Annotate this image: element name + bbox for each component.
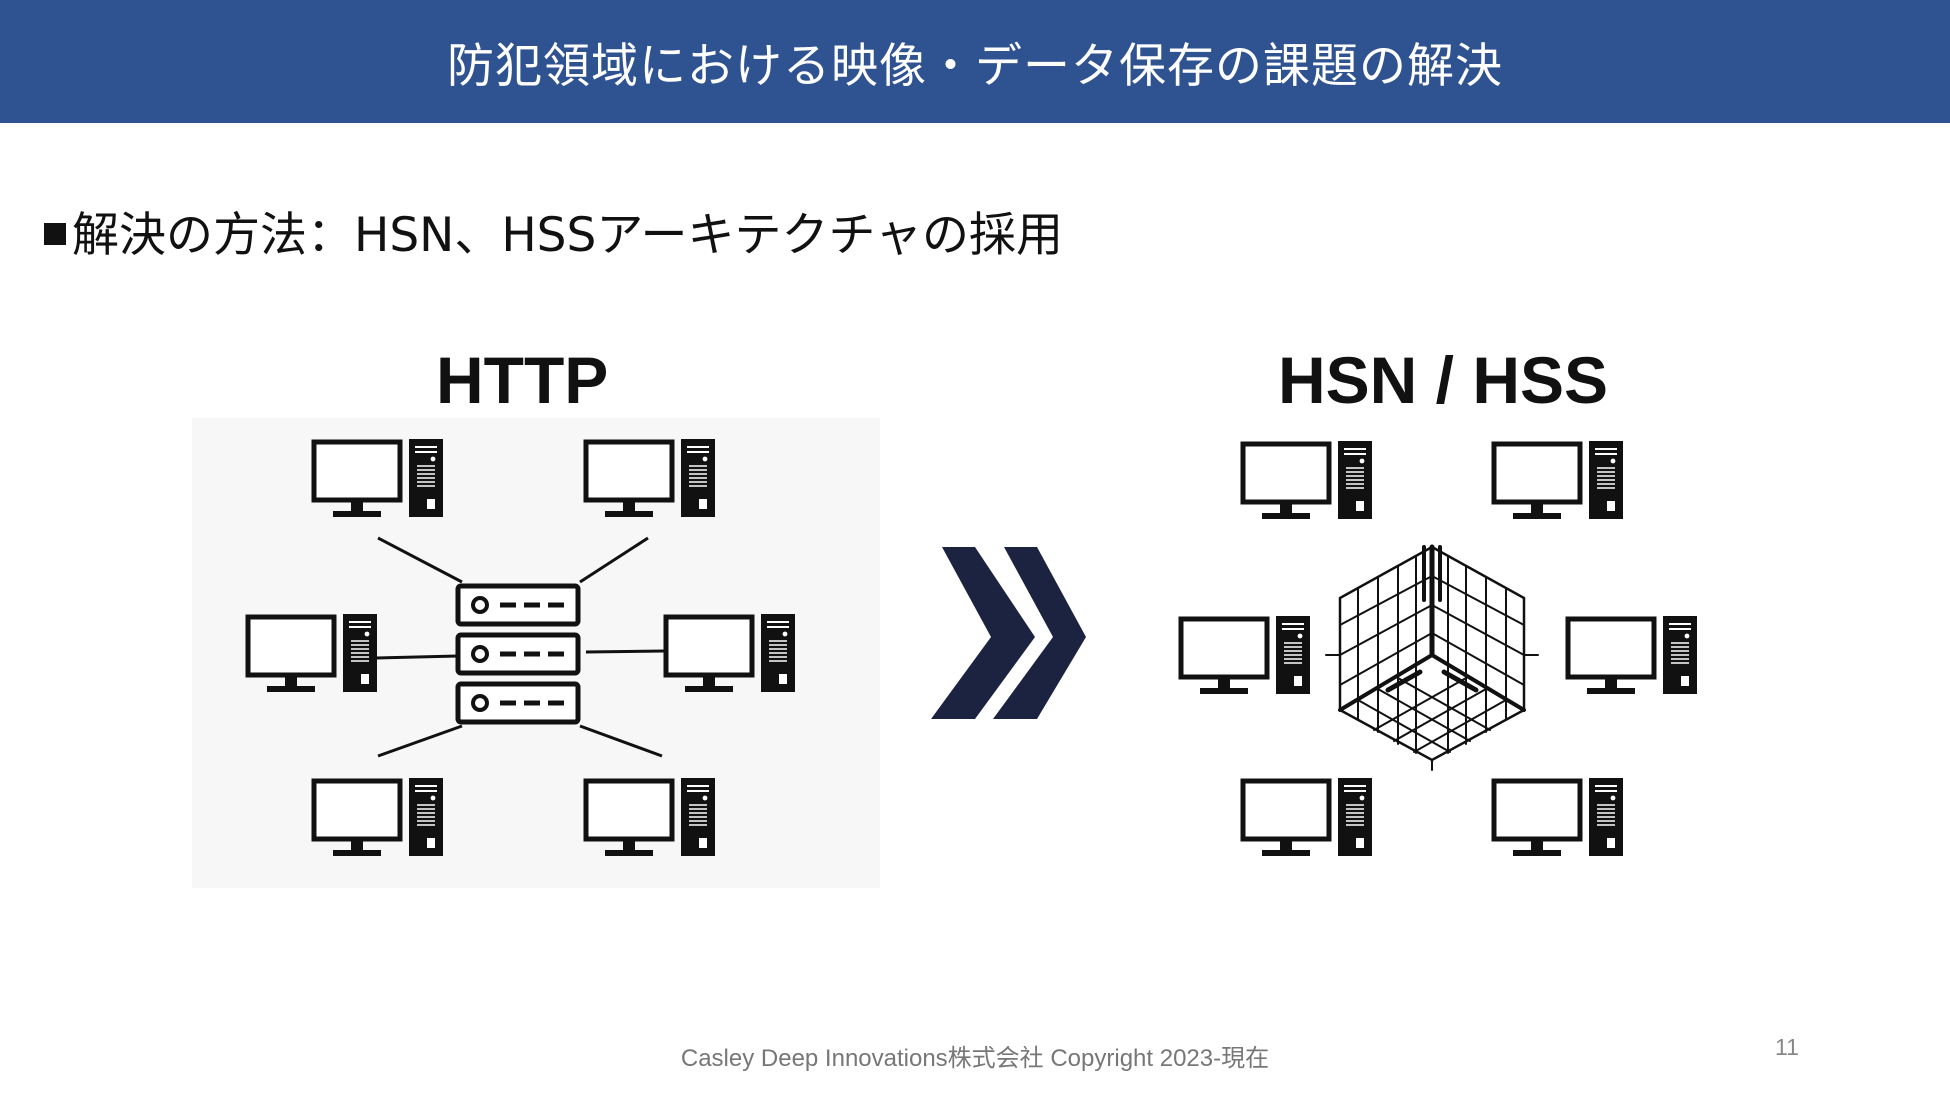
computer-icon (1243, 441, 1372, 519)
slide-title: 防犯領域における映像・データ保存の課題の解決 (447, 39, 1503, 94)
computer-icon (314, 439, 443, 517)
solution-heading: 解決の方法：HSN、HSSアーキテクチャの採用 (44, 196, 1063, 265)
computer-icon (1181, 616, 1310, 694)
page-number: 11 (1775, 1034, 1799, 1060)
computer-icon (586, 778, 715, 856)
bullet-square-icon (44, 222, 66, 245)
computer-icon (586, 439, 715, 517)
computer-icon (1494, 441, 1623, 519)
server-rack-icon (458, 586, 578, 722)
computer-icon (314, 778, 443, 856)
header-bar: 防犯領域における映像・データ保存の課題の解決 (0, 0, 1950, 123)
computer-icon (1494, 778, 1623, 856)
http-network-lines (375, 536, 665, 758)
computer-icon (248, 614, 377, 692)
computer-icon (666, 614, 795, 692)
http-title: HTTP (436, 343, 609, 417)
solution-heading-text: 解決の方法：HSN、HSSアーキテクチャの採用 (72, 208, 1064, 263)
hsn-hss-title: HSN / HSS (1278, 343, 1609, 417)
copyright-footer: Casley Deep Innovations株式会社 Copyright 20… (680, 1045, 1270, 1072)
double-chevron-right-icon (931, 547, 1086, 719)
computer-icon (1243, 778, 1372, 856)
computer-icon (1568, 616, 1697, 694)
network-cube-icon (1325, 544, 1539, 771)
